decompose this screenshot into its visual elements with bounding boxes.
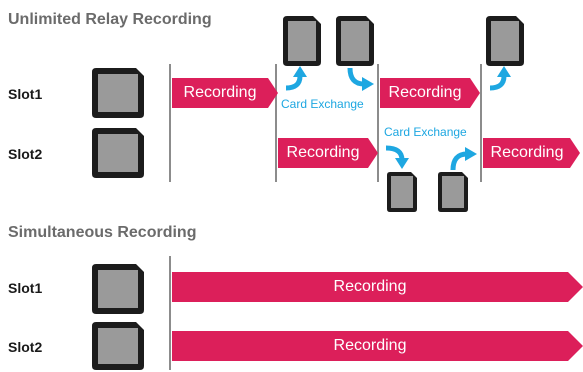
relay-slot2-label: Slot2 [8, 146, 43, 162]
exchange-arrow-icon [285, 75, 303, 91]
simultaneous-recording-label-2: Recording [333, 337, 407, 354]
exchange-arrow-icon [489, 75, 507, 91]
relay-recording-label-1: Recording [183, 84, 257, 101]
relay-section-title: Unlimited Relay Recording [8, 11, 212, 28]
exchange-arrow-icon [450, 151, 468, 171]
sim-slot1-sd-card-icon [92, 264, 144, 314]
exchange-arrowhead-2 [362, 77, 374, 91]
swap-card-in-1-sd-card-icon [336, 16, 374, 66]
simultaneous-recording-label-1: Recording [333, 278, 407, 295]
card-exchange-label-2: Card Exchange [384, 125, 467, 139]
simultaneous-recording-arrow-2 [172, 331, 583, 361]
swap-card-out-2-sd-card-icon [387, 172, 417, 212]
relay-recording-arrow-1 [172, 78, 278, 108]
relay-recording-label-2: Recording [286, 144, 360, 161]
exchange-arrowhead-5 [465, 147, 477, 161]
card-exchange-label-1: Card Exchange [281, 97, 364, 111]
relay-recording-arrow-3 [380, 78, 480, 108]
exchange-arrowhead-3 [497, 66, 511, 77]
simultaneous-section-title: Simultaneous Recording [8, 224, 197, 241]
simultaneous-recording-arrow-1 [172, 272, 583, 302]
exchange-arrowhead-1 [293, 66, 307, 77]
swap-card-out-1-sd-card-icon [283, 16, 321, 66]
slot1-sd-card-icon [92, 68, 144, 118]
simultaneous-slot2-label: Slot2 [8, 339, 43, 355]
swap-card-in-2-sd-card-icon [438, 172, 468, 212]
relay-recording-label-3: Recording [388, 84, 462, 101]
sim-slot2-sd-card-icon [92, 322, 144, 370]
relay-recording-arrow-2 [278, 138, 378, 168]
exchange-arrowhead-4 [395, 158, 409, 169]
simultaneous-slot1-label: Slot1 [8, 280, 43, 296]
relay-recording-label-4: Recording [490, 144, 564, 161]
relay-recording-arrow-4 [483, 138, 580, 168]
exchange-arrow-icon [347, 67, 365, 87]
relay-slot1-label: Slot1 [8, 86, 43, 102]
swap-card-top-3-sd-card-icon [486, 16, 524, 66]
slot2-sd-card-icon [92, 128, 144, 178]
